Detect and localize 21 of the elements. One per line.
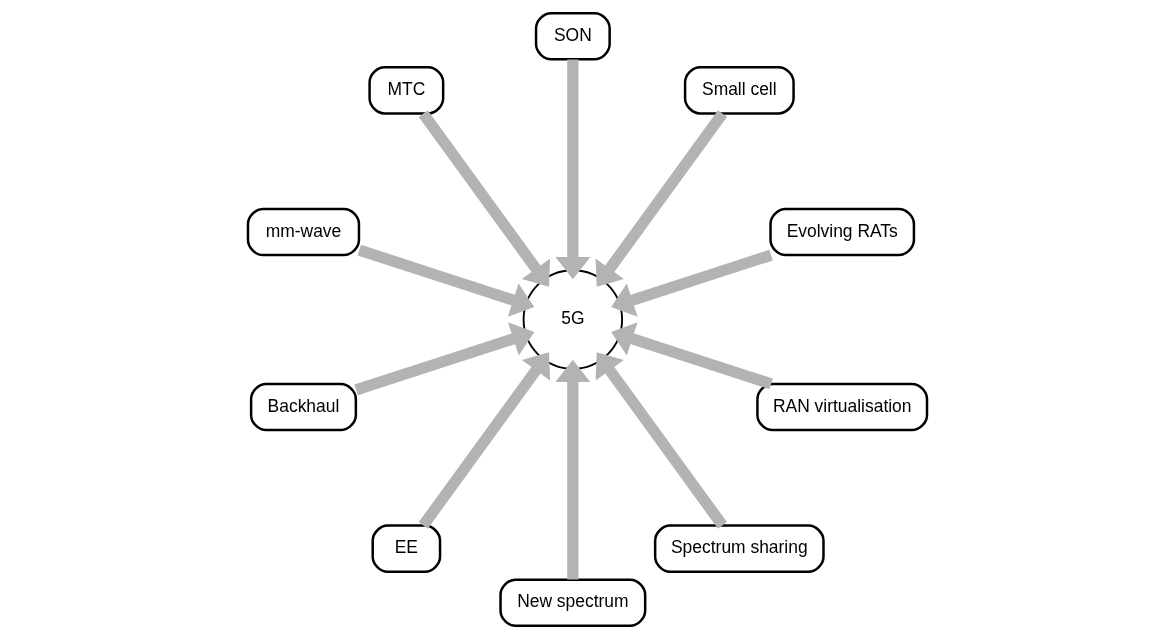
node-box: Small cell [683, 66, 795, 115]
arrow [610, 322, 773, 390]
node-box: Backhaul [249, 382, 357, 432]
node-circle: 5G [522, 269, 623, 370]
arrow [595, 110, 727, 287]
arrow [418, 110, 550, 287]
arrow [418, 352, 550, 529]
node-box: EE [370, 524, 441, 573]
node-box: MTC [367, 66, 444, 115]
node-box: Spectrum sharing [653, 524, 825, 573]
arrow [357, 244, 534, 317]
arrow [353, 322, 534, 396]
node-box: SON [534, 11, 611, 61]
arrow [610, 249, 773, 317]
node-box: RAN virtualisation [755, 382, 928, 432]
arrow [595, 352, 727, 529]
arrow [554, 359, 590, 580]
node-box: New spectrum [498, 578, 646, 628]
node-box: mm-wave [246, 207, 360, 257]
arrow [554, 59, 590, 280]
node-box: Evolving RATs [768, 207, 915, 257]
